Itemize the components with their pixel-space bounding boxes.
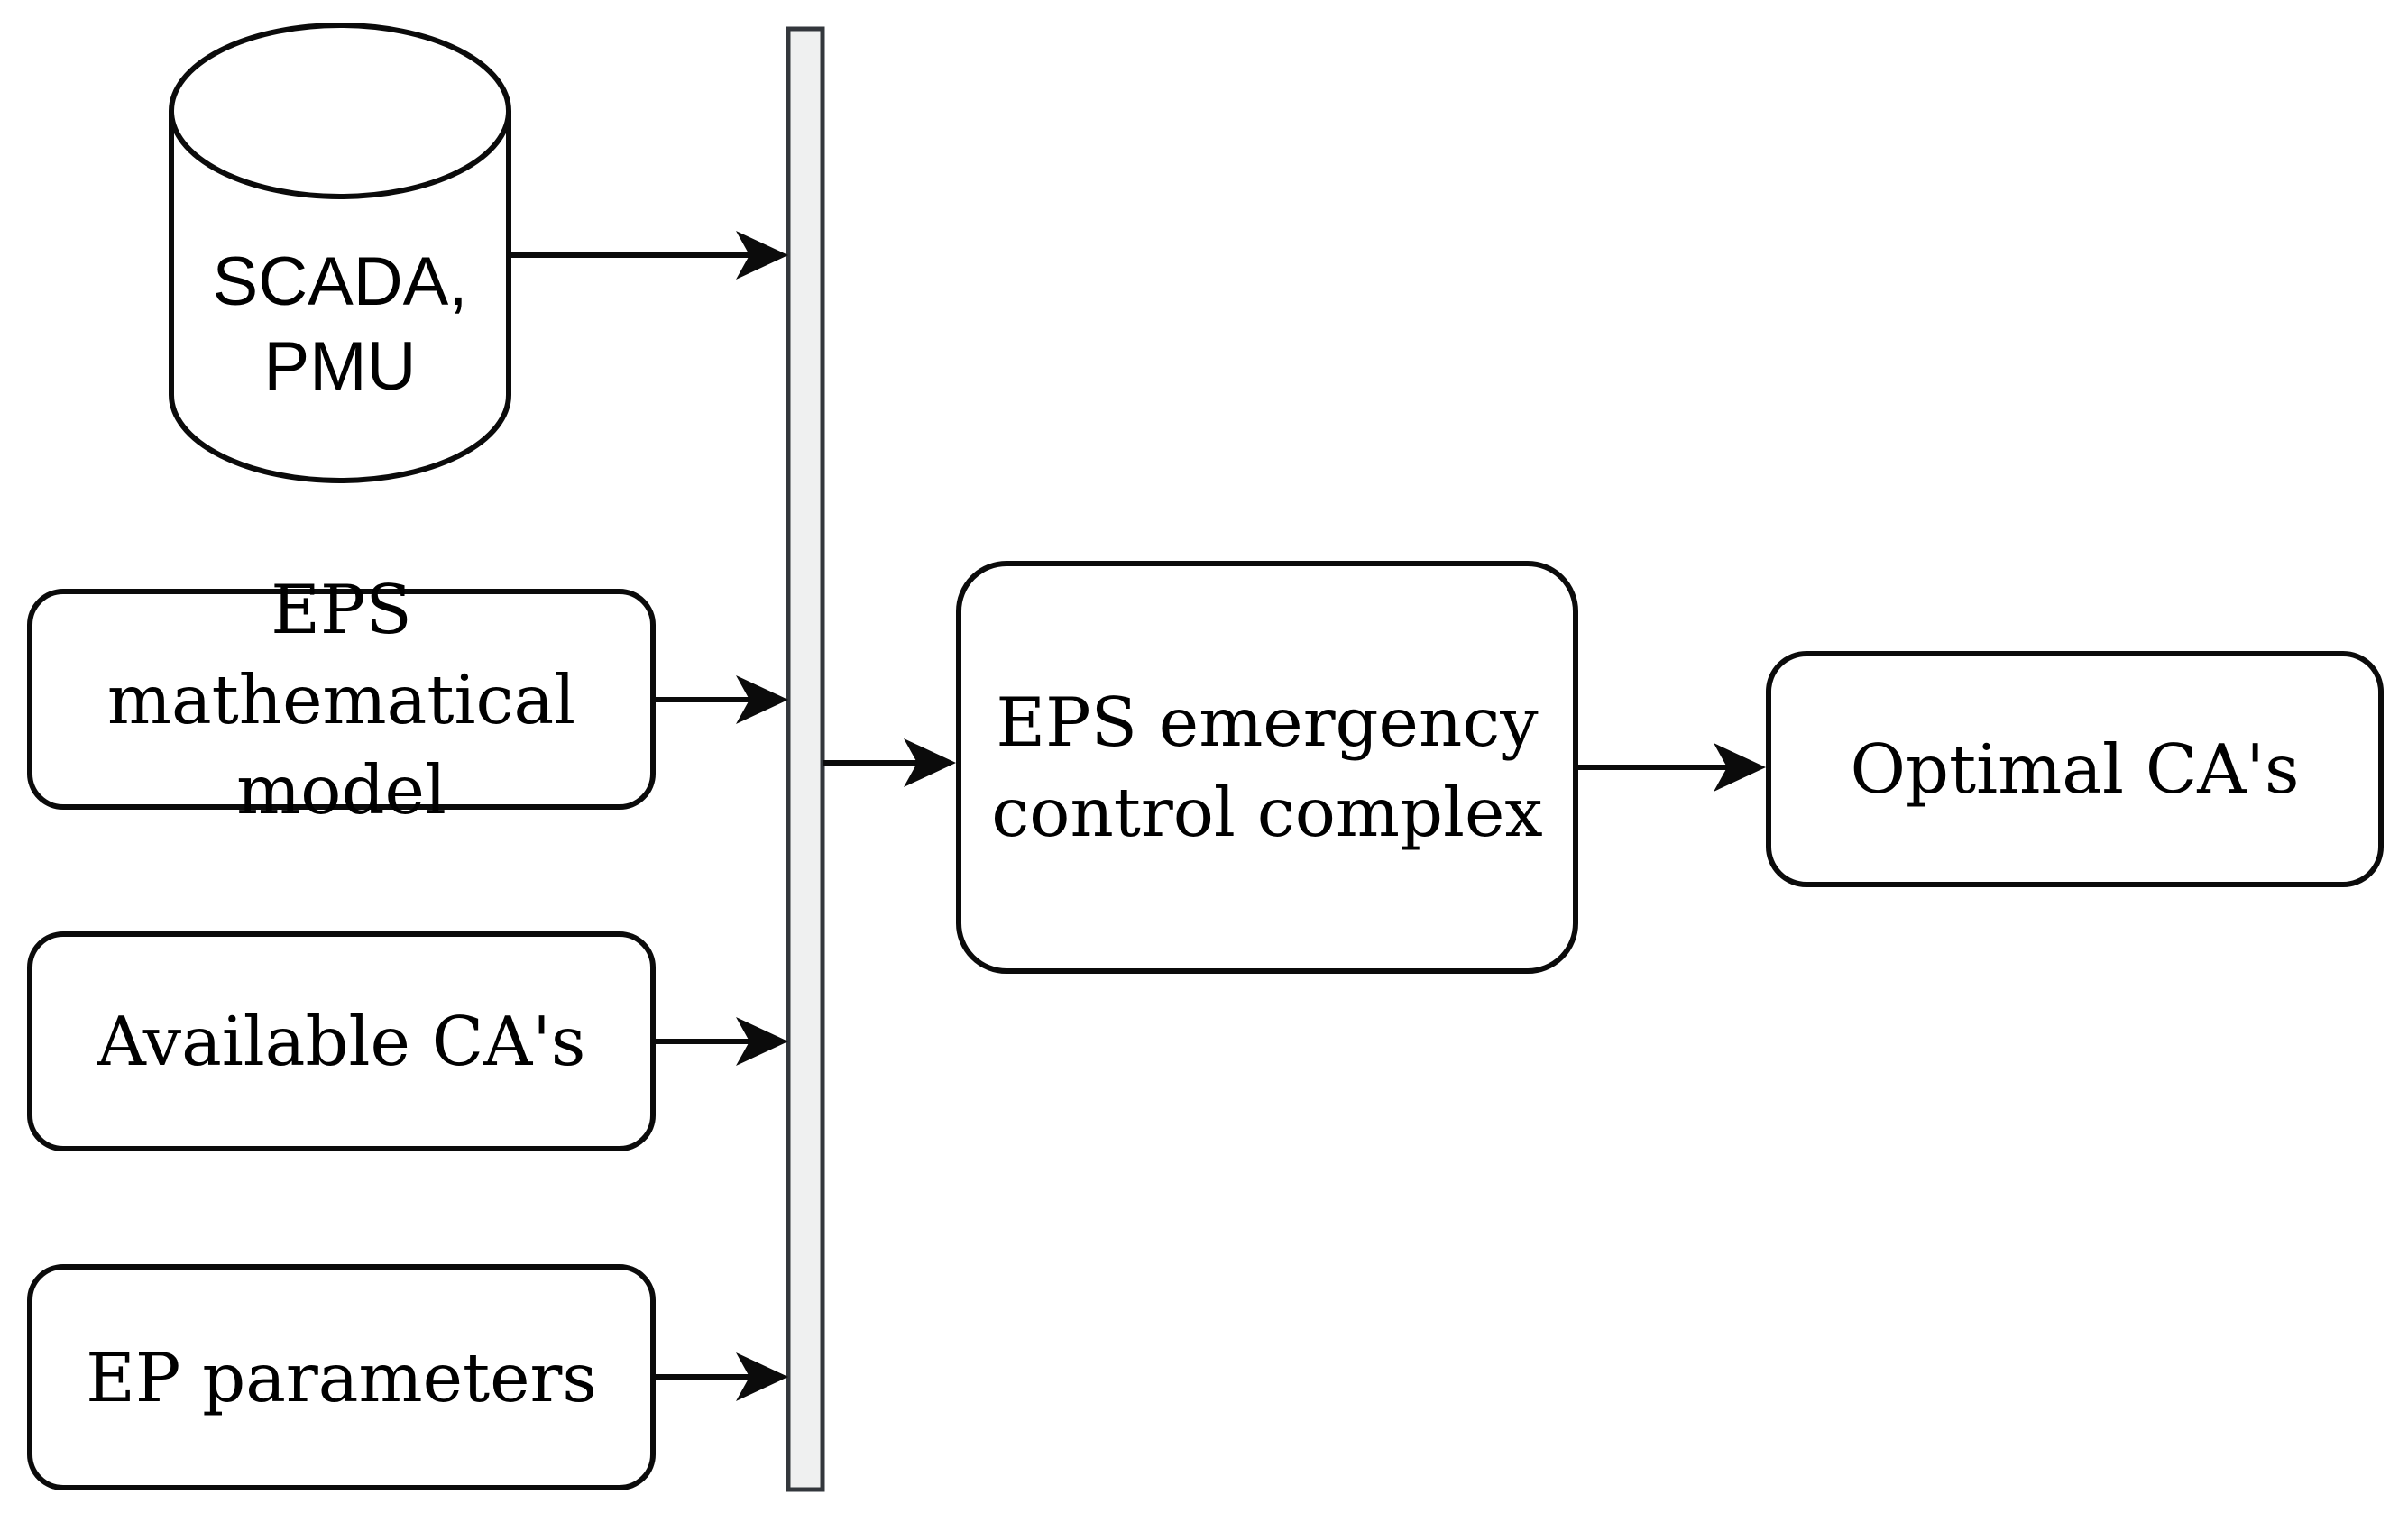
edge-eps-math-to-bar	[656, 675, 788, 724]
node-scada-pmu-label: SCADA, PMU	[212, 243, 468, 405]
node-eps-emergency-control-complex-label: EPS emergency control complex	[991, 683, 1543, 852]
node-eps-emergency-control-complex: EPS emergency control complex	[956, 561, 1578, 974]
node-eps-mathematical-model: EPS mathematical model	[27, 570, 656, 830]
node-eps-mathematical-model-label: EPS mathematical model	[106, 569, 576, 830]
scada-pmu-cylinder-shape	[169, 23, 511, 483]
edge-available-cas-to-bar	[656, 1017, 788, 1066]
arrowhead-icon	[1714, 743, 1766, 792]
arrowhead-icon	[736, 1017, 788, 1066]
node-available-cas-label: Available CA's	[97, 1002, 586, 1081]
node-scada-pmu: SCADA, PMU	[171, 225, 509, 424]
node-ep-parameters-label: EP parameters	[86, 1337, 597, 1417]
node-available-cas: Available CA's	[27, 931, 656, 1151]
arrowhead-icon	[736, 1352, 788, 1401]
cylinder-body	[169, 111, 511, 483]
arrowhead-icon	[904, 738, 956, 787]
node-ep-parameters: EP parameters	[27, 1264, 656, 1490]
edge-scada-to-bar	[507, 231, 788, 280]
cylinder-top-rim	[169, 23, 511, 199]
arrowhead-icon	[736, 675, 788, 724]
node-optimal-cas-label: Optimal CA's	[1850, 729, 2300, 809]
edge-bar-to-eps-complex	[823, 738, 956, 787]
node-optimal-cas: Optimal CA's	[1766, 651, 2384, 887]
edge-ep-parameters-to-bar	[656, 1352, 788, 1401]
collector-bar	[786, 26, 825, 1492]
arrowhead-icon	[736, 231, 788, 280]
edge-eps-complex-to-optimal	[1578, 743, 1766, 792]
